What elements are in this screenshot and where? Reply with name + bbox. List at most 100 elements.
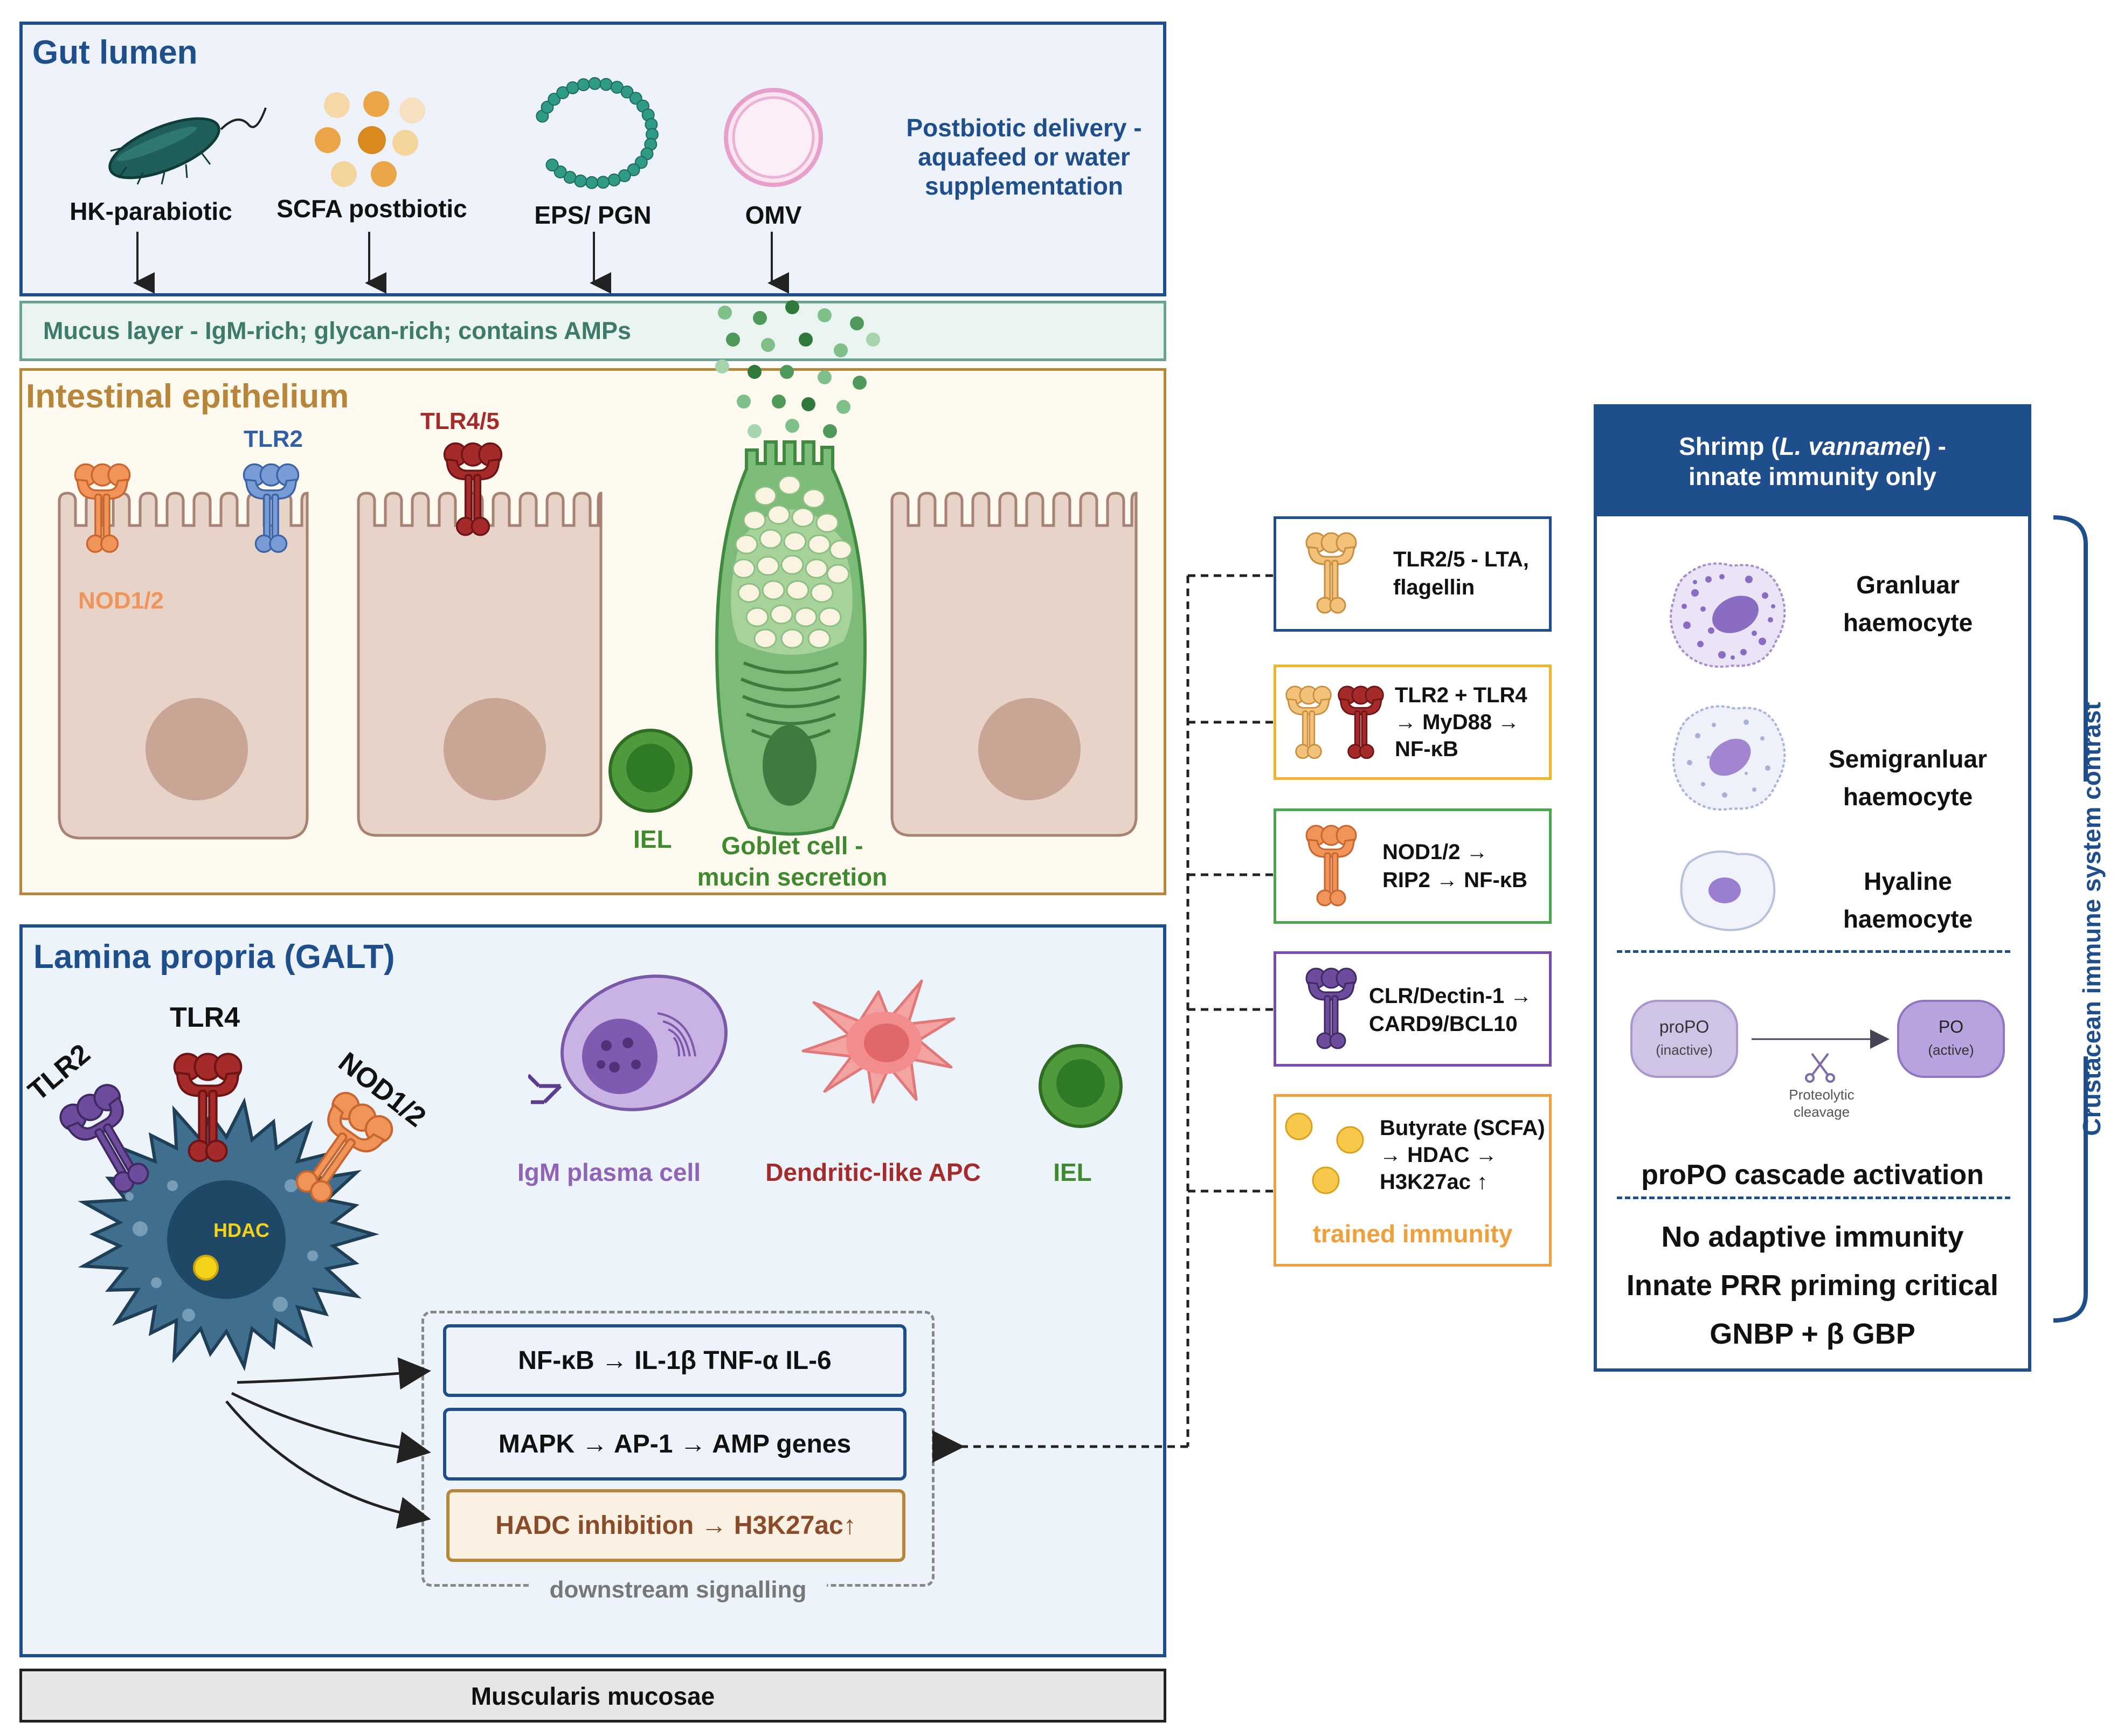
note-2: Innate PRR priming critical — [1626, 1269, 1999, 1302]
nucleus-3 — [978, 698, 1081, 800]
pathway-5-line-2: → HDAC → — [1380, 1143, 1497, 1167]
granular-haemocyte-icon — [1670, 562, 1786, 668]
butyrate-droplets-icon — [1285, 1112, 1364, 1194]
epi-tlr2-label: TLR2 — [244, 426, 303, 452]
pathway-3-text: NOD1/2 → RIP2 → NF-κB — [1382, 838, 1527, 894]
note-1: No adaptive immunity — [1661, 1221, 1964, 1253]
shrimp-species: L. vannamei — [1779, 432, 1923, 460]
eps-pgn-label: EPS/ PGN — [534, 201, 652, 229]
pathway-4-line-1: CLR/Dectin-1 → — [1369, 984, 1532, 1008]
lumen-arrows — [133, 232, 789, 294]
pathway-5-text: Butyrate (SCFA) → HDAC → H3K27ac ↑ — [1380, 1115, 1545, 1195]
goblet-cell — [715, 440, 867, 836]
delivery-line-1: Postbiotic delivery - — [906, 114, 1142, 142]
hk-parabiotic-label: HK-parabiotic — [70, 197, 232, 225]
pathway-4-line-2: CARD9/BCL10 — [1369, 1012, 1518, 1036]
delivery-line-2: aquafeed or water — [918, 143, 1130, 171]
pathway-5-line-1: Butyrate (SCFA) — [1380, 1116, 1545, 1140]
pathway-box-2 — [1274, 665, 1552, 780]
omv-label: OMV — [745, 201, 802, 229]
pathway-connectors — [932, 574, 1275, 1463]
haemocyte-3-line-1: Hyaline — [1864, 867, 1952, 895]
epithelium-cells — [58, 300, 1138, 840]
haemocyte-1-line-2: haemocyte — [1843, 608, 1973, 637]
epi-tlr45-label: TLR4/5 — [420, 408, 500, 434]
signalling-box-2: MAPK → AP-1 → AMP genes — [443, 1408, 907, 1481]
semigranular-haemocyte-icon — [1672, 705, 1786, 811]
tlr25-receptor-icon — [1304, 531, 1358, 617]
lp-tlr4-label: TLR4 — [170, 1002, 240, 1033]
scfa-postbiotic-label: SCFA postbiotic — [276, 195, 467, 223]
signalling-box-3: HADC inhibition → H3K27ac↑ — [446, 1489, 905, 1562]
shrimp-panel — [1594, 404, 2031, 1372]
muscularis-bar — [19, 1669, 1166, 1723]
cleavage-line-1: Proteolytic — [1789, 1087, 1855, 1103]
plasma-cell-label: IgM plasma cell — [517, 1158, 701, 1186]
pathway-1-line-1: TLR2/5 - LTA, — [1393, 548, 1529, 571]
apc-label: Dendritic-like APC — [765, 1158, 981, 1186]
nucleus-1 — [146, 698, 248, 800]
bead-chain-icon — [536, 77, 659, 189]
shrimp-header-text: Shrimp (L. vannamei) - innate immunity o… — [1594, 431, 2031, 492]
apc-icon — [801, 979, 956, 1104]
scfa-droplets-icon — [315, 91, 425, 187]
pathway-4-text: CLR/Dectin-1 → CARD9/BCL10 — [1369, 982, 1532, 1038]
delivery-text: Postbiotic delivery - aquafeed or water … — [884, 113, 1164, 200]
cleavage-line-2: cleavage — [1793, 1104, 1850, 1120]
propo-label: proPO — [1659, 1017, 1710, 1036]
goblet-label-line-2: mucin secretion — [697, 863, 888, 891]
mucin-particles — [715, 300, 880, 438]
signalling-caption: downstream signalling — [529, 1576, 827, 1603]
po-sub: (active) — [1928, 1042, 1974, 1058]
pathway-1-text: TLR2/5 - LTA, flagellin — [1393, 545, 1529, 601]
propo-sub: (inactive) — [1656, 1042, 1713, 1058]
dectin1-receptor-icon — [1304, 966, 1358, 1053]
shrimp-header-line-2: innate immunity only — [1688, 462, 1937, 490]
hdac-label: HDAC — [213, 1219, 269, 1241]
haemocyte-1-label: Granluar haemocyte — [1795, 566, 2021, 641]
pathway-5-line-3: H3K27ac ↑ — [1380, 1170, 1488, 1194]
lp-iel-label: IEL — [1053, 1158, 1092, 1186]
po-label: PO — [1938, 1017, 1964, 1036]
shrimp-notes: No adaptive immunity Innate PRR priming … — [1594, 1213, 2031, 1358]
gut-lumen-title: Gut lumen — [32, 34, 198, 71]
pathway-1-line-2: flagellin — [1393, 576, 1475, 599]
lp-iel-icon — [1039, 1044, 1123, 1128]
haemocyte-2-line-2: haemocyte — [1843, 783, 1973, 811]
muscularis-label: Muscularis mucosae — [471, 1682, 715, 1710]
pathway-2-line-2: → MyD88 → — [1395, 710, 1520, 734]
shrimp-divider-2 — [1617, 1196, 2010, 1199]
propo-pill — [1630, 1000, 1738, 1078]
shrimp-header-post: ) - — [1922, 432, 1946, 460]
shrimp-divider-1 — [1617, 950, 2010, 953]
tlr4-red-receptor-icon — [1337, 684, 1385, 762]
pathway-2-text: TLR2 + TLR4 → MyD88 → NF-κB — [1395, 682, 1527, 763]
tlr2-receptor-icon — [241, 461, 301, 558]
tlr45-receptor-icon — [442, 439, 504, 542]
goblet-label-line-1: Goblet cell - — [721, 832, 863, 860]
epi-nod-label: NOD1/2 — [78, 587, 164, 614]
lamina-title: Lamina propria (GALT) — [33, 938, 395, 976]
nod12-receptor-icon — [73, 461, 132, 558]
cascade-label: proPO cascade activation — [1641, 1159, 1984, 1191]
vesicle-icon — [724, 88, 823, 187]
mucus-label: Mucus layer - IgM-rich; glycan-rich; con… — [43, 317, 632, 344]
pathway-3-line-2: RIP2 → NF-κB — [1382, 868, 1527, 892]
shrimp-header-pre: Shrimp ( — [1679, 432, 1780, 460]
side-label: Crustacean immune system contrast — [2078, 702, 2106, 1136]
cleavage-arrow — [1752, 1029, 1890, 1083]
signalling-arrows — [225, 1357, 431, 1529]
trained-immunity-label: trained immunity — [1312, 1220, 1513, 1248]
delivery-line-3: supplementation — [924, 172, 1124, 200]
haemocyte-2-label: Semigranluar haemocyte — [1795, 740, 2021, 815]
side-bracket — [2053, 515, 2088, 1323]
epi-iel-label: IEL — [633, 825, 672, 853]
lp-tlr4-receptor-icon — [171, 1051, 244, 1167]
epithelium-title: Intestinal epithelium — [26, 378, 349, 415]
po-pill — [1897, 1000, 2005, 1078]
plasma-cell-icon — [528, 974, 728, 1111]
nod12-orange-receptor-icon — [1304, 824, 1358, 910]
signalling-box-1: NF-κB → IL-1β TNF-α IL-6 — [443, 1324, 907, 1397]
cleavage-label: Proteolytic cleavage — [1757, 1086, 1886, 1121]
immune-cell-icon — [78, 1097, 379, 1372]
